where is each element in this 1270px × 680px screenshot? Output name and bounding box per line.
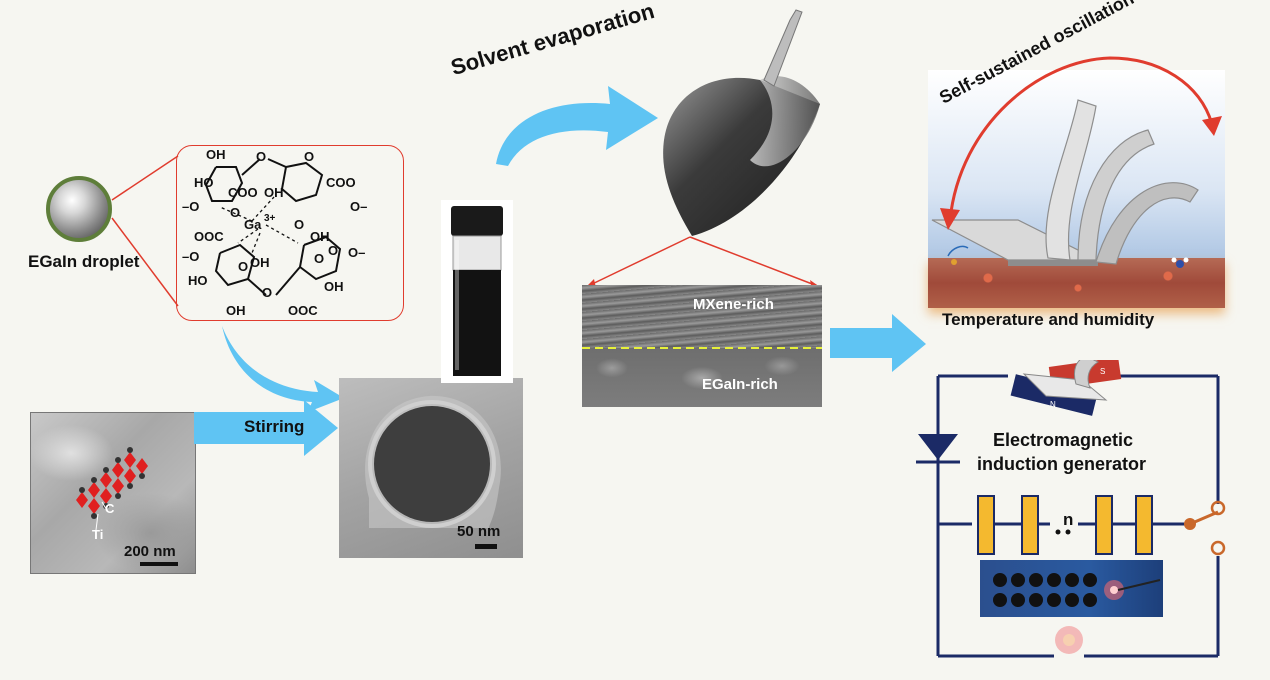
magnet-s-label: S: [1100, 367, 1105, 376]
chem-ho-lower: HO: [188, 273, 208, 288]
chemistry-callout-box: [176, 145, 404, 321]
chem-ga-charge: 3+: [264, 213, 276, 224]
chem-o-lower-right: O: [294, 217, 304, 232]
solvent-evaporation-arrow: [496, 86, 658, 166]
oscillation-arc-arrow: [940, 56, 1222, 230]
chem-oh-lower-left: OH: [250, 255, 270, 270]
scale-label-50nm: 50 nm: [457, 523, 500, 540]
atom-c-label: C: [105, 501, 115, 516]
mxene-tem-image: [30, 412, 196, 574]
chem-ga: Ga: [244, 217, 262, 232]
chem-o-bottom-mid: O: [262, 285, 272, 300]
peeled-film: [663, 9, 820, 236]
led-array-photo: [980, 560, 1163, 617]
chem-o-dash-lower-right: O–: [348, 245, 365, 260]
chem-coo-right: COO: [326, 175, 356, 190]
egain-particle: 50 nm: [365, 395, 501, 549]
generator-circuit: S N: [916, 360, 1226, 658]
generator-label-line1: Electromagnetic: [993, 430, 1134, 450]
chem-oh-bottom-right: OH: [324, 279, 344, 294]
chem-oh-top: OH: [206, 147, 226, 162]
chem-o-ring-top2: O: [304, 149, 314, 164]
mxene-rich-label: MXene-rich: [693, 296, 774, 313]
chem-o-ring-low1: O: [238, 259, 248, 274]
led-array: [993, 573, 1161, 607]
chem-oh-bottom: OH: [226, 303, 246, 318]
egain-droplet-sphere: [46, 176, 112, 242]
chem-oh-center: OH: [264, 185, 284, 200]
scale-bar-200nm: [140, 562, 178, 566]
stirring-arrow: [194, 400, 338, 456]
atom-ti-label: Ti: [92, 527, 103, 542]
skin-layer: [928, 258, 1225, 308]
stirring-label: Stirring: [244, 417, 305, 436]
chem-o-left: O: [230, 205, 240, 220]
sem-interface-line: [582, 347, 822, 349]
sem-bottom-layer: [582, 348, 822, 407]
chem-o-dash-left: –O: [182, 199, 199, 214]
mxene-lattice: C Ti 200 nm: [76, 447, 178, 566]
chem-ooc-bottom: OOC: [288, 303, 318, 318]
scale-bar-50nm: [475, 544, 497, 549]
temperature-humidity-label: Temperature and humidity: [942, 310, 1155, 329]
chem-o-dash-lower-left: –O: [182, 249, 199, 264]
vial-drawing: [451, 206, 503, 376]
egain-rich-label: EGaIn-rich: [702, 376, 778, 393]
chem-o-ring-top1: O: [256, 149, 266, 164]
egain-droplet-label: EGaIn droplet: [28, 252, 140, 271]
chem-o-ring-low2: O: [314, 251, 324, 266]
generator-label-line2: induction generator: [977, 454, 1147, 474]
arrow-to-applications: [830, 314, 926, 372]
chem-coo-center: COO: [228, 185, 258, 200]
scale-label-200nm: 200 nm: [124, 543, 176, 560]
chem-oh-lower-right: OH: [310, 229, 330, 244]
chem-ooc-left: OOC: [194, 229, 224, 244]
chem-ho-left: HO: [194, 175, 214, 190]
oscillating-films: [931, 99, 1199, 268]
chem-o-dash-right: O–: [350, 199, 367, 214]
magnet-n-label: N: [1050, 400, 1056, 409]
chem-o-ring-top3: O: [328, 243, 338, 258]
n-label: n: [1063, 510, 1074, 529]
alginate-ga-structure: OH HO COO OH COO –O O– O O O Ga 3+ OOC O…: [182, 147, 367, 318]
